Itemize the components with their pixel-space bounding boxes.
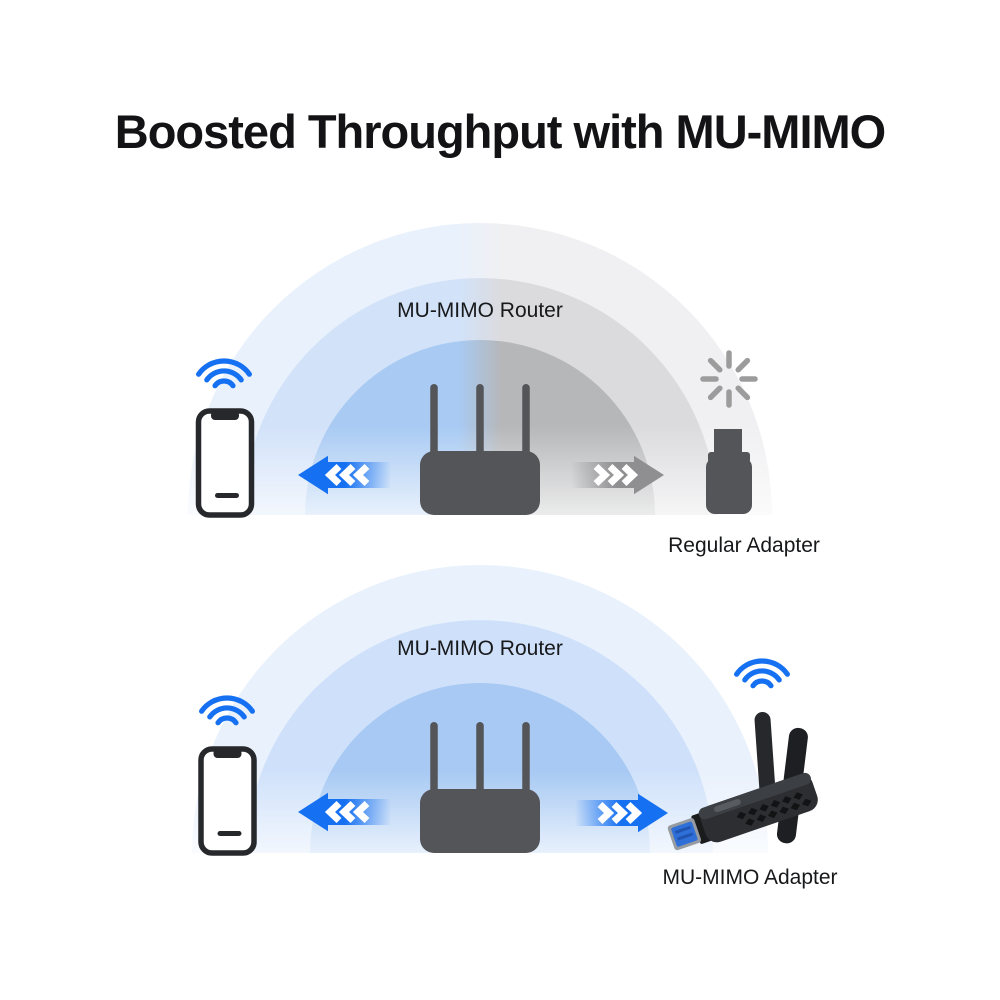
chevrons-right-icon (597, 801, 643, 825)
wifi-icon (734, 658, 790, 689)
regular-adapter-label: Regular Adapter (668, 534, 820, 557)
downlink-arrow-blue-right (575, 793, 668, 833)
page-title: Boosted Throughput with MU-MIMO (114, 105, 886, 158)
downlink-arrow-blue (298, 455, 391, 495)
router-label-top: MU-MIMO Router (397, 299, 563, 322)
downlink-arrow-gray (571, 455, 664, 495)
mu-mimo-adapter-label: MU-MIMO Adapter (662, 866, 838, 889)
scenario-mumimo-adapter-graphic (192, 565, 818, 856)
mu-mimo-adapter-icon (667, 711, 818, 851)
smartphone-icon (195, 408, 255, 518)
router-icon (420, 722, 540, 853)
wifi-icon (199, 695, 255, 726)
smartphone-icon (198, 746, 257, 856)
coverage-rings-split (188, 223, 772, 515)
downlink-arrow-blue (298, 792, 391, 832)
wifi-icon (196, 358, 252, 389)
loading-spinner-icon (700, 350, 758, 408)
chevrons-left-icon (324, 463, 370, 487)
regular-adapter-icon (706, 429, 752, 514)
chevrons-right-icon (593, 463, 639, 487)
chevrons-left-icon (324, 800, 370, 824)
router-label-bottom: MU-MIMO Router (397, 637, 563, 660)
router-icon (420, 384, 540, 515)
